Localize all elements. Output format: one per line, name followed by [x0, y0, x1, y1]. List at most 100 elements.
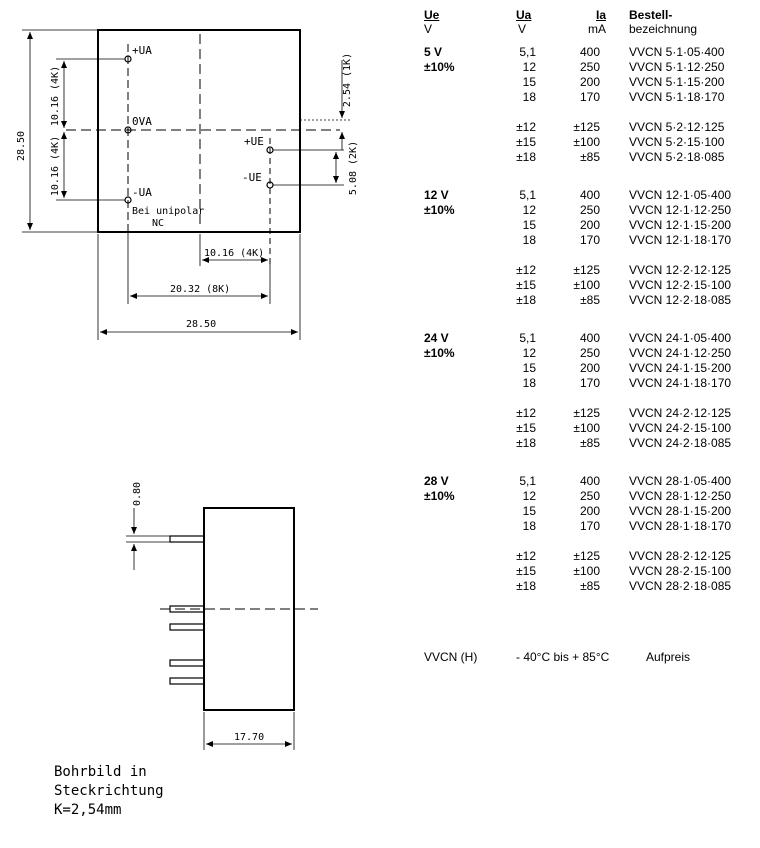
table-row: 18 170 VVCN 28·1·18·170: [424, 519, 754, 534]
order-code: VVCN 24·2·12·125: [629, 406, 732, 420]
output-voltage: 18: [522, 519, 536, 533]
label-plus-ue: +UE: [244, 135, 264, 148]
table-header: Ue V Ua V Ia mA Bestell- bezeichnung: [424, 8, 754, 38]
output-voltage: 5,1: [519, 474, 536, 488]
order-code: VVCN 28·2·18·085: [629, 579, 732, 593]
order-code: VVCN 24·1·05·400: [629, 331, 732, 345]
pin-0va: [124, 126, 132, 134]
output-current: 200: [579, 75, 600, 89]
table-row: ±18 ±85 VVCN 12·2·18·085: [424, 293, 754, 308]
header-code: Bestell- bezeichnung: [629, 8, 697, 36]
dim-height-top: 28.50: [16, 131, 27, 161]
output-current: 400: [579, 474, 600, 488]
order-code: VVCN 24·2·18·085: [629, 436, 732, 450]
output-voltage: 12: [522, 489, 536, 503]
order-code: VVCN 5·2·15·100: [629, 135, 725, 149]
header-code-1: Bestell-: [629, 8, 673, 22]
output-voltage: ±12: [516, 549, 536, 563]
output-current: ±125: [573, 406, 600, 420]
output-voltage: ±15: [516, 135, 536, 149]
input-tolerance: ±10%: [424, 346, 455, 360]
output-current: ±100: [573, 278, 600, 292]
footer-model: VVCN (H): [424, 650, 478, 664]
dim-offset: 2.54 (1K): [342, 53, 353, 107]
order-code: VVCN 5·1·15·200: [629, 75, 725, 89]
dim-pin-upper: 10.16 (4K): [50, 66, 61, 126]
input-tolerance: ±10%: [424, 489, 455, 503]
output-voltage: ±18: [516, 293, 536, 307]
output-current: 170: [579, 233, 600, 247]
output-current: 250: [579, 346, 600, 360]
drill-note-2: Steckrichtung: [54, 783, 164, 799]
header-ia-label: Ia: [595, 8, 606, 22]
label-minus-ua: -UA: [132, 186, 152, 199]
output-current: 250: [579, 489, 600, 503]
output-current: 200: [579, 504, 600, 518]
label-minus-ue: -UE: [242, 171, 262, 184]
order-code: VVCN 28·1·18·170: [629, 519, 732, 533]
output-voltage: 5,1: [519, 188, 536, 202]
order-code: VVCN 12·1·15·200: [629, 218, 732, 232]
drill-note-3: K=2,54mm: [54, 802, 121, 818]
output-current: ±125: [573, 120, 600, 134]
output-voltage: 12: [522, 203, 536, 217]
output-current: ±125: [573, 549, 600, 563]
order-table: Ue V Ua V Ia mA Bestell- bezeichnung 5 V…: [424, 8, 754, 594]
header-ua-label: Ua: [516, 8, 532, 22]
output-voltage: 5,1: [519, 331, 536, 345]
order-code: VVCN 5·2·18·085: [629, 150, 725, 164]
output-current: 170: [579, 90, 600, 104]
output-current: ±100: [573, 421, 600, 435]
input-voltage: 24 V: [424, 331, 449, 345]
order-code: VVCN 12·2·18·085: [629, 293, 732, 307]
drill-note-1: Bohrbild in: [54, 764, 147, 780]
input-voltage: 12 V: [424, 188, 449, 202]
output-current: 250: [579, 60, 600, 74]
header-ue: Ue V: [424, 8, 484, 36]
order-code: VVCN 24·1·15·200: [629, 361, 732, 375]
output-voltage: ±15: [516, 421, 536, 435]
output-current: 200: [579, 361, 600, 375]
order-code: VVCN 24·1·12·250: [629, 346, 732, 360]
output-current: 170: [579, 519, 600, 533]
table-row: ±12 ±125 VVCN 5·2·12·125: [424, 120, 754, 135]
order-code: VVCN 28·2·12·125: [629, 549, 732, 563]
top-view: [22, 29, 350, 340]
input-voltage: 28 V: [424, 474, 449, 488]
header-ua-unit: V: [518, 22, 527, 36]
order-code: VVCN 28·2·15·100: [629, 564, 732, 578]
footer-temp: - 40°C bis + 85°C: [516, 650, 610, 664]
label-0va: 0VA: [132, 115, 152, 128]
order-code: VVCN 5·2·12·125: [629, 120, 725, 134]
dim-depth-side: 17.70: [234, 732, 264, 743]
output-voltage: 5,1: [519, 45, 536, 59]
output-current: ±85: [580, 150, 600, 164]
output-current: ±85: [580, 293, 600, 307]
table-row: ±12 ±125 VVCN 28·2·12·125: [424, 549, 754, 564]
dim-h1: 10.16 (4K): [204, 248, 264, 259]
header-ue-unit: V: [424, 22, 433, 36]
output-voltage: ±12: [516, 120, 536, 134]
footer-extra: Aufpreis: [646, 650, 691, 664]
module-outline-top: [97, 29, 301, 233]
